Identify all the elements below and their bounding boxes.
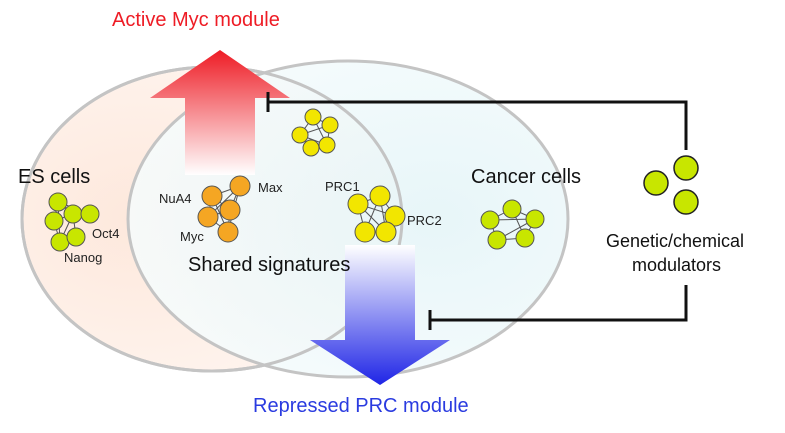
cancer-cells-cluster	[480, 199, 545, 250]
node-label-nanog: Nanog	[64, 250, 102, 265]
cancer-cells-label: Cancer cells	[471, 166, 581, 188]
prc-module-cluster	[347, 185, 406, 243]
shared-signatures-label: Shared signatures	[188, 254, 350, 276]
active-module-title: Active Myc module	[112, 9, 280, 31]
myc-module-cluster	[197, 175, 251, 243]
repressed-module-title: Repressed PRC module	[253, 395, 469, 417]
modulators-cluster	[643, 155, 699, 215]
node-label-prc2: PRC2	[407, 213, 442, 228]
node-label-max: Max	[258, 180, 283, 195]
es-cells-label: ES cells	[18, 166, 90, 188]
modulators-label-line1: Genetic/chemical	[606, 231, 744, 251]
node-label-nua4: NuA4	[159, 191, 192, 206]
inhibit-line-top	[268, 100, 688, 150]
modulators-label-line2: modulators	[632, 255, 721, 275]
node-label-prc1: PRC1	[325, 179, 360, 194]
repressed-prc-arrow	[310, 245, 450, 385]
node-label-oct4: Oct4	[92, 226, 119, 241]
active-myc-arrow	[150, 50, 290, 175]
es-cells-cluster	[44, 192, 100, 252]
inhibition-lines	[266, 92, 688, 330]
node-label-myc: Myc	[180, 229, 204, 244]
inhibit-line-bottom	[430, 285, 688, 322]
shared-cluster-top	[291, 108, 339, 157]
